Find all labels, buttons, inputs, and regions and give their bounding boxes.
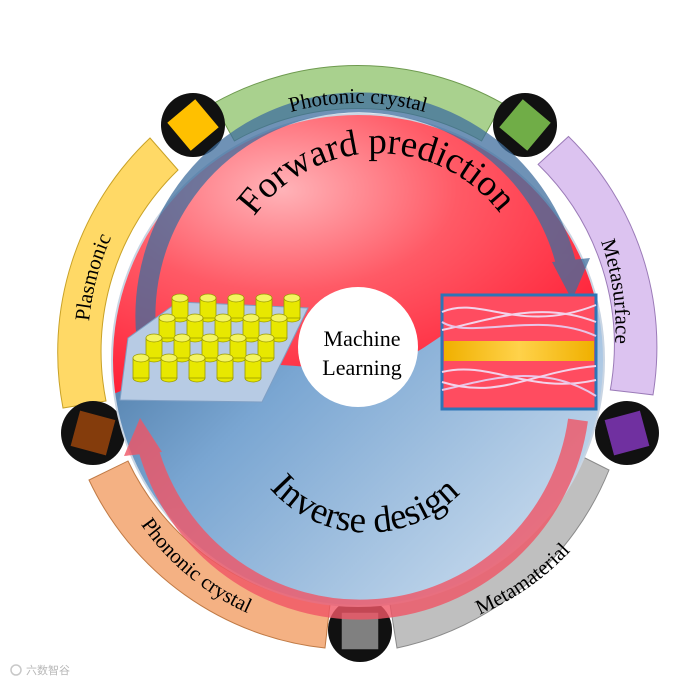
pillar [188,353,206,383]
pillar [283,293,301,323]
pillar [199,293,217,323]
waveguide-core [444,341,594,361]
pillar [216,353,234,383]
pillar [158,313,176,343]
center-circle [298,287,418,407]
inverse-arrow [124,418,588,620]
connector-metasurface-metamaterial [595,401,659,465]
svg-text:六数智谷: 六数智谷 [26,663,70,677]
pillar-array-illustration [119,293,309,403]
waveguide-illustration [440,293,598,411]
watermark: 六数智谷 [10,663,70,677]
pillar [145,333,163,363]
pillar [173,333,191,363]
center-label-line2: Learning [322,355,401,380]
pillars [132,293,301,383]
center-label-line1: Machine [324,326,401,351]
pillar [242,313,260,343]
pillar [160,353,178,383]
pillar [171,293,189,323]
segment-plasmonic [57,137,179,409]
pillar [132,353,150,383]
forward-arrow [135,92,590,363]
connector-photonic-metasurface [493,93,557,157]
pillar [255,293,273,323]
pillar [244,353,262,383]
segment-metasurface [537,135,658,396]
connector-phononic-plasmonic [61,401,125,465]
connector-plasmonic-photonic [161,93,225,157]
pillar [257,333,275,363]
pillar [270,313,288,343]
